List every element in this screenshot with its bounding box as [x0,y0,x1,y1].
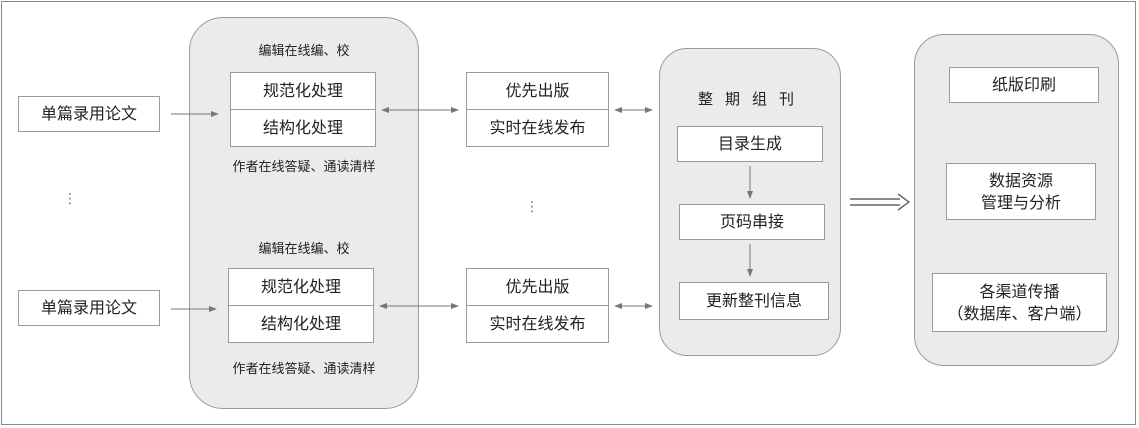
paper-box-bottom: 单篇录用论文 [18,290,160,326]
processing-footer-top: 作者在线答疑、通读清样 [232,160,376,175]
structure-box-bottom: 结构化处理 [228,305,374,343]
normalize-box-top: 规范化处理 [230,72,376,110]
print-box: 纸版印刷 [949,67,1099,103]
step-box-pagination: 页码串接 [679,204,825,240]
paper-box-top: 单篇录用论文 [18,96,160,132]
realtime-box-bottom: 实时在线发布 [466,305,609,343]
priority-label-bottom: 优先出版 [505,277,570,296]
channels-label-2: （数据库、客户端） [947,303,1092,323]
processing-header-bottom: 编辑在线编、校 [258,242,350,257]
step-box-toc: 目录生成 [677,126,823,162]
data-resource-label-1: 数据资源 [988,170,1053,190]
structure-label-top: 结构化处理 [262,118,343,137]
normalize-box-bottom: 规范化处理 [228,268,374,306]
structure-label-bottom: 结构化处理 [260,314,341,333]
step-label-pagination: 页码串接 [719,212,784,231]
step-label-update: 更新整刊信息 [705,291,802,310]
realtime-label-bottom: 实时在线发布 [489,314,586,333]
step-box-update: 更新整刊信息 [679,282,829,320]
processing-footer-bottom: 作者在线答疑、通读清样 [232,362,376,377]
issue-title: 整期组刊 [698,90,807,108]
processing-header-top: 编辑在线编、校 [258,44,350,59]
realtime-label-top: 实时在线发布 [489,118,586,137]
print-label: 纸版印刷 [991,75,1056,94]
priority-box-bottom: 优先出版 [466,268,609,306]
realtime-box-top: 实时在线发布 [466,109,609,147]
data-resource-label-2: 管理与分析 [980,192,1061,212]
structure-box-top: 结构化处理 [230,109,376,147]
channels-label-1: 各渠道传播 [979,281,1060,301]
paper-label-bottom: 单篇录用论文 [40,298,137,317]
priority-box-top: 优先出版 [466,72,609,110]
paper-label-top: 单篇录用论文 [40,104,137,123]
priority-label-top: 优先出版 [505,81,570,100]
normalize-label-top: 规范化处理 [262,81,343,100]
step-label-toc: 目录生成 [717,134,782,153]
double-arrow-issue-to-output [850,193,911,211]
normalize-label-bottom: 规范化处理 [260,277,341,296]
channels-box: 各渠道传播 （数据库、客户端） [932,273,1107,332]
data-resource-box: 数据资源 管理与分析 [946,163,1096,220]
